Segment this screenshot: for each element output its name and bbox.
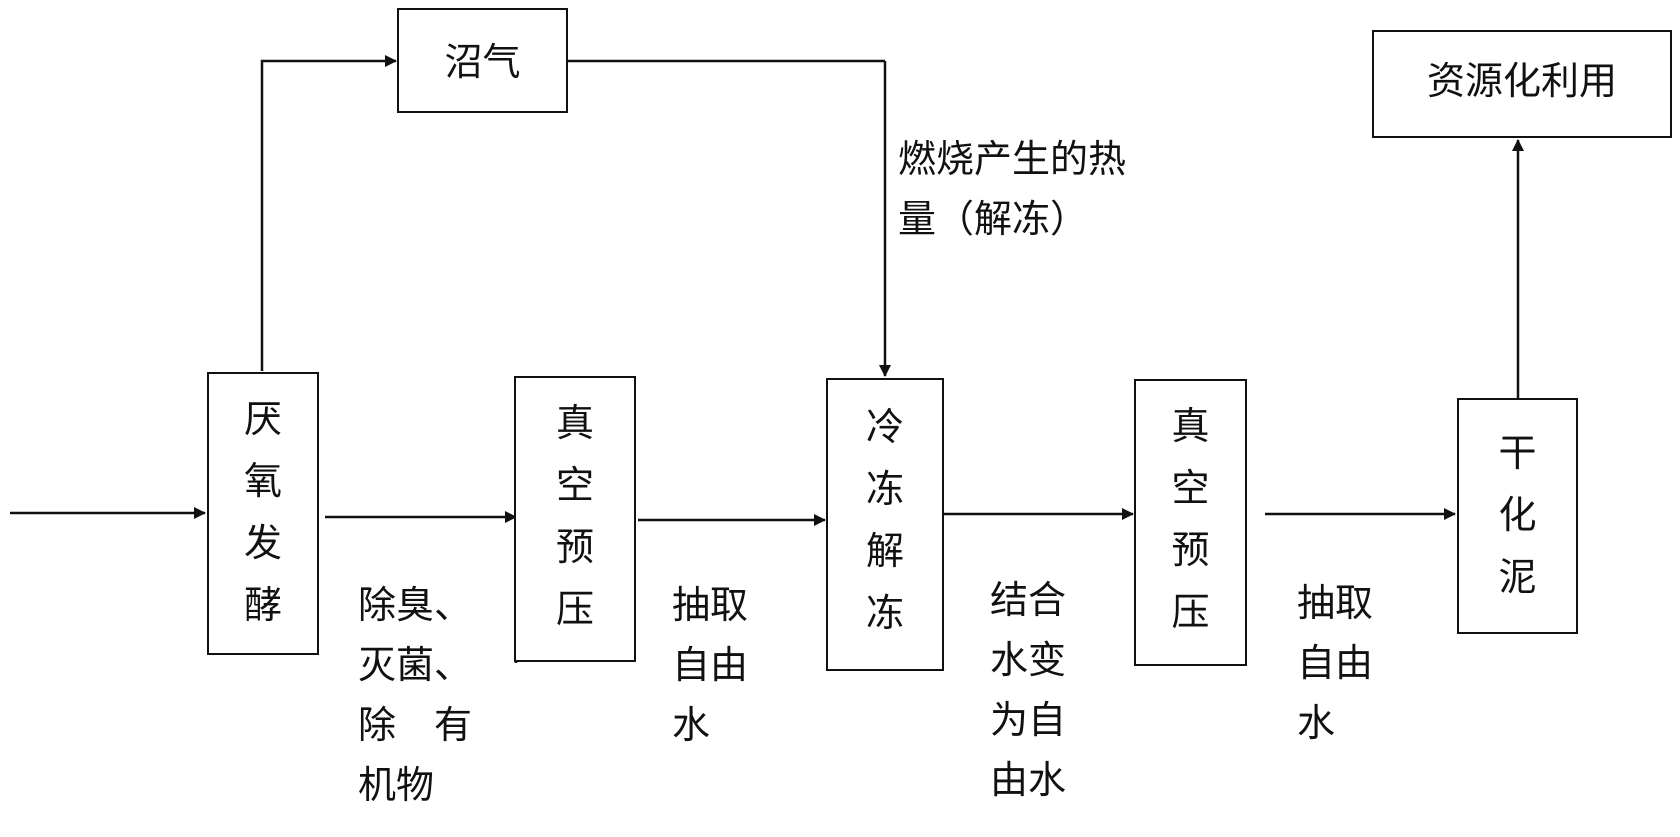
product-biogas-label: 沼气 — [444, 40, 521, 84]
process-vacuum-prepress-2: 真 空 预 压 — [1134, 379, 1247, 666]
output-resource-utilization: 资源化利用 — [1372, 30, 1672, 138]
process-vacuum-prepress-2-label: 真 空 预 压 — [1171, 404, 1210, 634]
process-freeze-thaw-label: 冷 冻 解 冻 — [865, 405, 904, 635]
product-biogas: 沼气 — [397, 8, 568, 113]
note-extract-free-water-2: 抽取 自由 水 — [1297, 581, 1374, 745]
note-deodorize-sterilize: 除臭、 灭菌、 除 有 机物 — [358, 583, 473, 807]
note-bound-to-free-water: 结合 水变 为自 由水 — [990, 578, 1067, 802]
note-combustion-heat-thaw: 燃烧产生的热 量（解冻） — [898, 137, 1127, 241]
output-resource-utilization-label: 资源化利用 — [1426, 59, 1617, 103]
process-dry-sludge: 干 化 泥 — [1457, 398, 1578, 634]
process-anaerobic-fermentation: 厌 氧 发 酵 — [207, 372, 319, 655]
note-extract-free-water-1: 抽取 自由 水 — [672, 583, 749, 747]
process-vacuum-prepress-1-label: 真 空 预 压 — [555, 401, 594, 631]
process-vacuum-prepress-1: 真 空 预 压 — [514, 376, 636, 662]
process-anaerobic-fermentation-label: 厌 氧 发 酵 — [243, 397, 282, 627]
process-dry-sludge-label: 干 化 泥 — [1498, 431, 1537, 599]
process-freeze-thaw: 冷 冻 解 冻 — [826, 378, 944, 671]
arrow-anaerobic-to-biogas — [260, 55, 397, 371]
